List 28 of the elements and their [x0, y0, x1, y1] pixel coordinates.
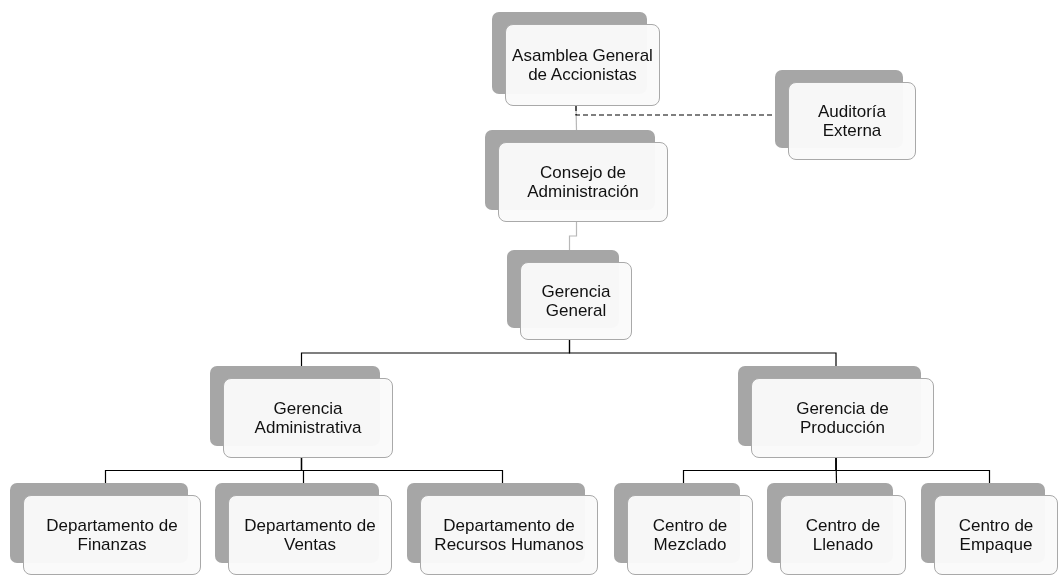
box-label: Consejo de Administración	[526, 163, 640, 201]
connector-line	[568, 339, 837, 367]
box-label: Asamblea General de Accionistas	[512, 46, 653, 84]
org-box	[921, 483, 1058, 575]
box-label: Centro de Llenado	[804, 516, 882, 554]
org-box	[10, 483, 201, 575]
org-box	[767, 483, 906, 575]
org-box	[492, 12, 660, 106]
box-label: Departamento de Recursos Humanos	[433, 516, 585, 554]
connector-line	[300, 457, 504, 484]
connector-line	[568, 221, 578, 251]
org-box	[775, 70, 916, 160]
org-box	[614, 483, 753, 575]
box-label: Gerencia Administrativa	[253, 399, 363, 437]
org-box	[210, 366, 393, 458]
box-label: Gerencia de Producción	[795, 399, 890, 437]
box-label: Departamento de Finanzas	[45, 516, 179, 554]
box-label: Auditoría Externa	[816, 102, 887, 140]
org-box	[215, 483, 392, 575]
box-label: Centro de Mezclado	[651, 516, 729, 554]
box-label: Centro de Empaque	[957, 516, 1035, 554]
org-box	[485, 130, 668, 222]
org-box	[738, 366, 934, 458]
box-label: Gerencia General	[540, 282, 612, 320]
connector-line	[835, 457, 991, 484]
box-label: Departamento de Ventas	[243, 516, 377, 554]
org-box	[507, 250, 632, 340]
org-box	[407, 483, 598, 575]
